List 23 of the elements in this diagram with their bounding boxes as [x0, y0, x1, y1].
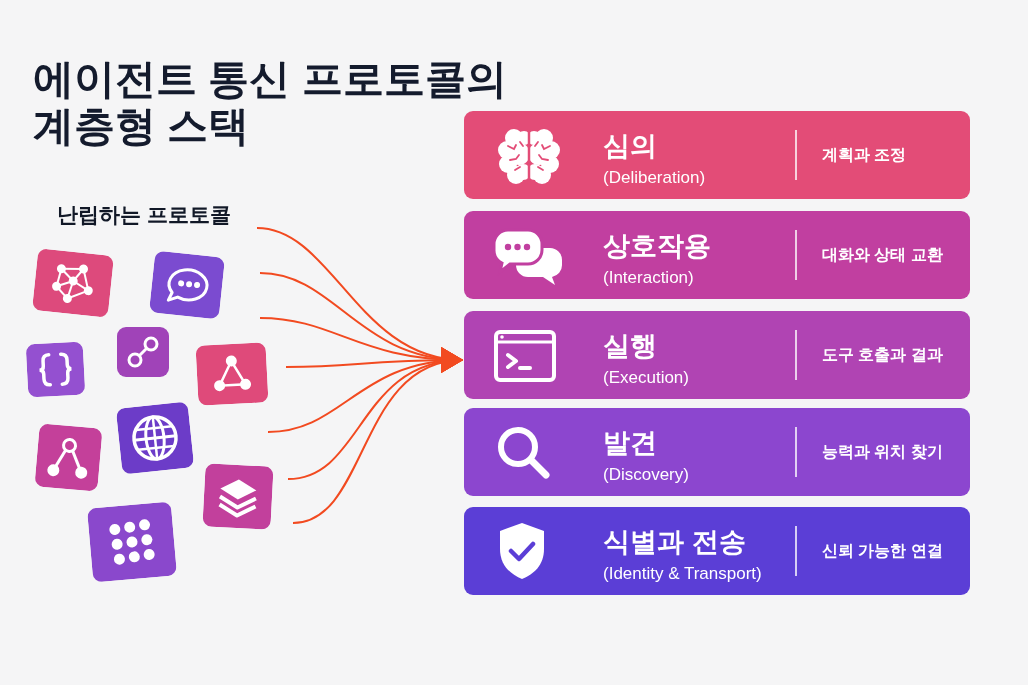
- layer-box: [464, 111, 970, 199]
- layer-description: 도구 호출과 결과: [822, 345, 943, 365]
- layer-subtitle: (Identity & Transport): [603, 563, 762, 585]
- layer-description: 대화와 상태 교환: [822, 245, 943, 265]
- section-label: 난립하는 프로토콜: [57, 202, 231, 228]
- title: 에이전트 통신 프로토콜의 계층형 스택: [33, 56, 508, 150]
- layer-subtitle: (Discovery): [603, 464, 689, 486]
- layer-title: 식별과 전송: [603, 526, 746, 558]
- layer-title: 상호작용: [603, 230, 711, 262]
- layer-description: 계획과 조정: [822, 145, 907, 165]
- curved-arrow: [292, 350, 464, 524]
- layer-box: [464, 311, 970, 399]
- layer-title: 발견: [603, 427, 657, 459]
- layer-description: 신뢰 가능한 연결: [822, 541, 943, 561]
- layer-title: 심의: [603, 130, 657, 162]
- layer-subtitle: (Deliberation): [603, 167, 706, 189]
- layer-box: [464, 211, 970, 299]
- layer-subtitle: (Interaction): [603, 267, 694, 289]
- layer-box: [464, 408, 970, 496]
- layer-subtitle: (Execution): [603, 367, 689, 389]
- layer-box: [464, 507, 970, 595]
- layer-title: 실행: [603, 330, 657, 362]
- layer-description: 능력과 위치 찾기: [822, 442, 943, 462]
